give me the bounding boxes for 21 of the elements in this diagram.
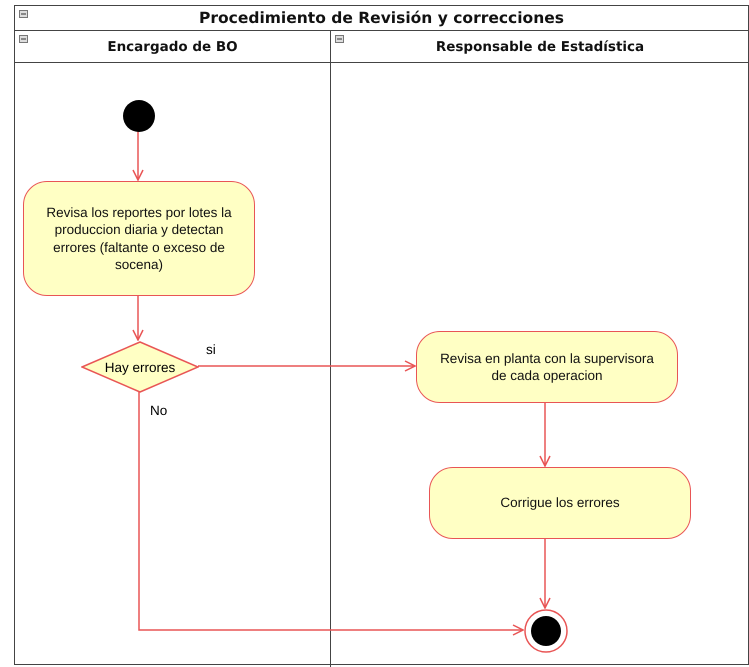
activity-label: Revisa los reportes por lotes la produccion diaria y detectan errores (faltante o exceso de socena) [45,204,233,274]
decision-diamond [81,341,199,393]
activity-label: Revisa en planta con la supervisora de cada operacion [439,350,655,384]
activity-box [416,331,678,403]
end-node [524,609,568,653]
activity-box [23,181,255,296]
pool-title: Procedimiento de Revisión y correcciones [199,9,564,27]
arrow [198,360,416,372]
decision-label: Hay errores [104,360,176,374]
pool-frame [14,5,749,665]
lane-title: Encargado de BO [107,38,238,54]
arrow [138,392,524,636]
arrow [132,295,144,341]
arrow [539,402,551,467]
lane-title: Responsable de Estadística [436,38,644,54]
arrow [539,538,551,609]
activity-label: Corrigue los errores [500,494,620,512]
swimlane [15,31,331,667]
arrow [132,131,144,181]
activity-box [429,467,691,539]
start-node [123,100,155,132]
